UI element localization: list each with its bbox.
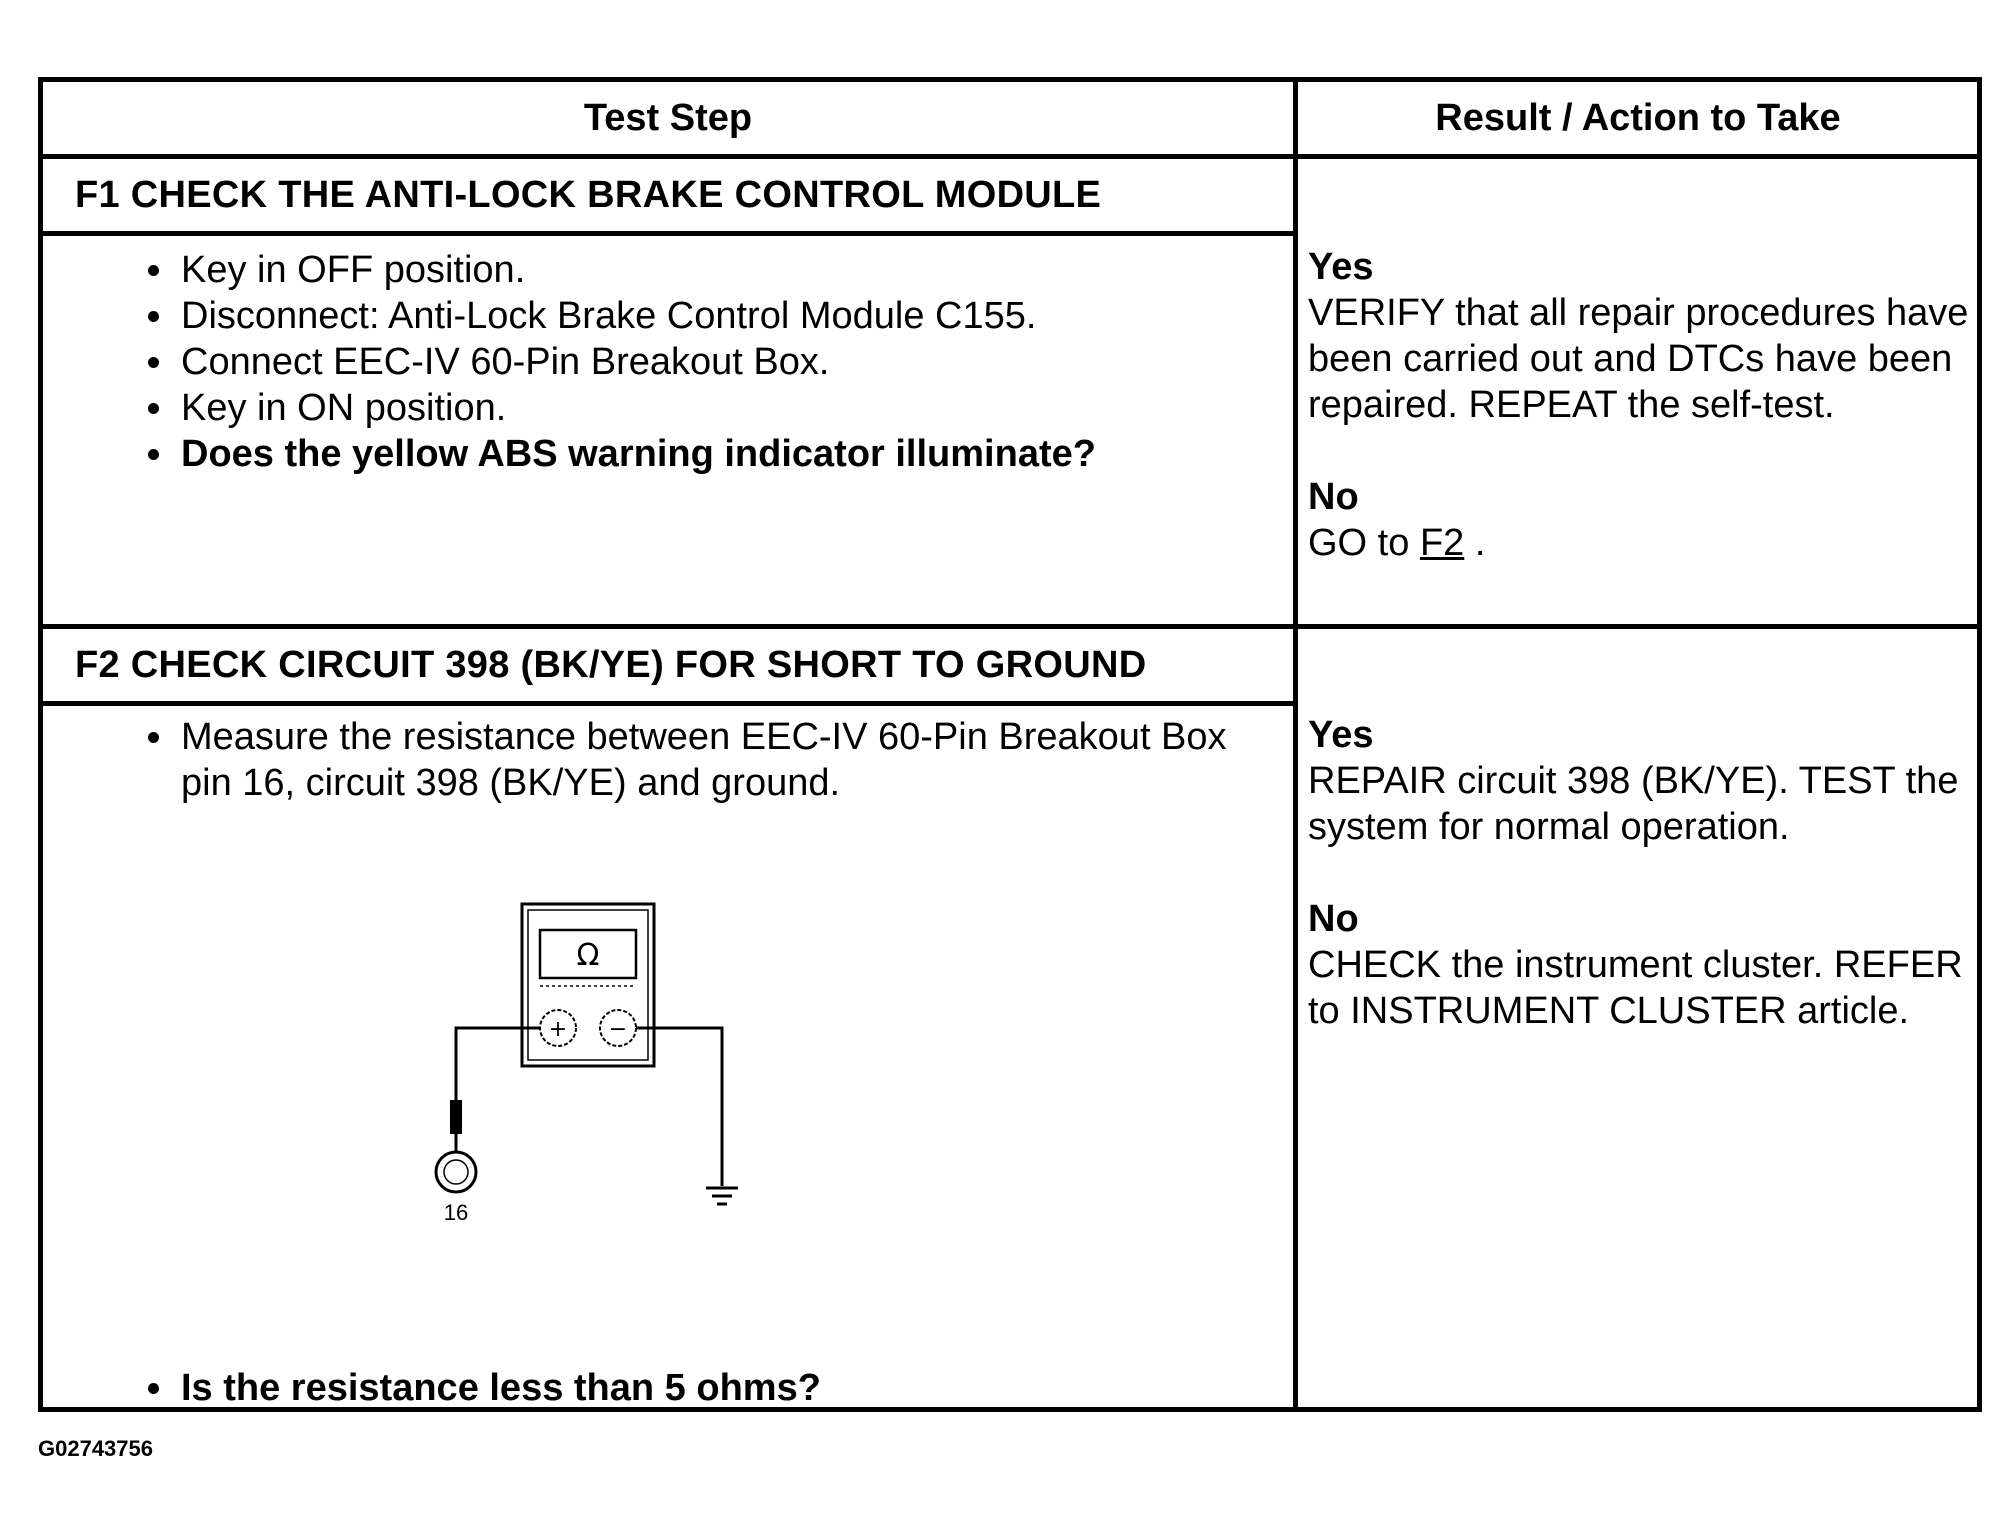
f1-no-text: GO to F2 . [1308,520,1978,566]
f1-yes-label: Yes [1308,246,1374,288]
ground-icon [706,1186,738,1206]
f2-question: Is the resistance less than 5 ohms? [177,1365,1257,1411]
ohmmeter-icon: Ω + − [520,902,656,1068]
meter-display-symbol: Ω [577,938,600,973]
ohmmeter-diagram: Ω + − 16 [434,902,738,1225]
pin-connector-icon [434,1150,478,1194]
f2-title-divider [43,701,1293,706]
f2-no-label: No [1308,898,1359,940]
f1-step: Disconnect: Anti-Lock Brake Control Modu… [177,293,1257,339]
f1-yes-text: VERIFY that all repair procedures have b… [1308,292,1969,426]
f1-step: Key in OFF position. [177,247,1257,293]
minus-terminal-symbol: − [609,1017,627,1042]
f1-question: Does the yellow ABS warning indicator il… [177,431,1257,477]
f1-no-prefix: GO to [1308,522,1410,564]
f2-link[interactable]: F2 [1419,522,1465,564]
f2-result: Yes REPAIR circuit 398 (BK/YE). TEST the… [1308,712,1978,1034]
f1-result: Yes VERIFY that all repair procedures ha… [1308,244,1978,566]
f2-question-list: Is the resistance less than 5 ohms? [43,1365,1257,1411]
diagnostic-table: Test Step Result / Action to Take F1 CHE… [38,77,1982,1412]
pin-label: 16 [444,1200,468,1225]
header-divider [43,154,1977,159]
f2-yes-text: REPAIR circuit 398 (BK/YE). TEST the sys… [1308,760,1959,848]
f2-title: F2 CHECK CIRCUIT 398 (BK/YE) FOR SHORT T… [75,643,1147,686]
negative-lead [636,1026,724,1186]
header-test-step: Test Step [583,96,753,139]
probe-icon [450,1100,462,1134]
f1-step-list: Key in OFF position. Disconnect: Anti-Lo… [43,247,1257,477]
f2-yes-label: Yes [1308,714,1374,756]
f1-step: Connect EEC-IV 60-Pin Breakout Box. [177,339,1257,385]
f1-step: Key in ON position. [177,385,1257,431]
f2-step-list: Measure the resistance between EEC-IV 60… [43,714,1257,806]
header-result-action: Result / Action to Take [1435,96,1841,139]
figure-id: G02743756 [38,1436,153,1461]
f1-title: F1 CHECK THE ANTI-LOCK BRAKE CONTROL MOD… [75,173,1102,216]
f1-no-label: No [1308,476,1359,518]
f1-no-suffix: . [1474,522,1486,564]
plus-terminal-symbol: + [549,1017,567,1042]
f2-step: Measure the resistance between EEC-IV 60… [177,714,1257,806]
f2-no-text: CHECK the instrument cluster. REFER to I… [1308,944,1963,1032]
column-divider [1293,82,1298,1407]
f1-f2-divider [43,624,1977,629]
f1-title-divider [43,231,1293,236]
positive-lead [454,1026,540,1100]
